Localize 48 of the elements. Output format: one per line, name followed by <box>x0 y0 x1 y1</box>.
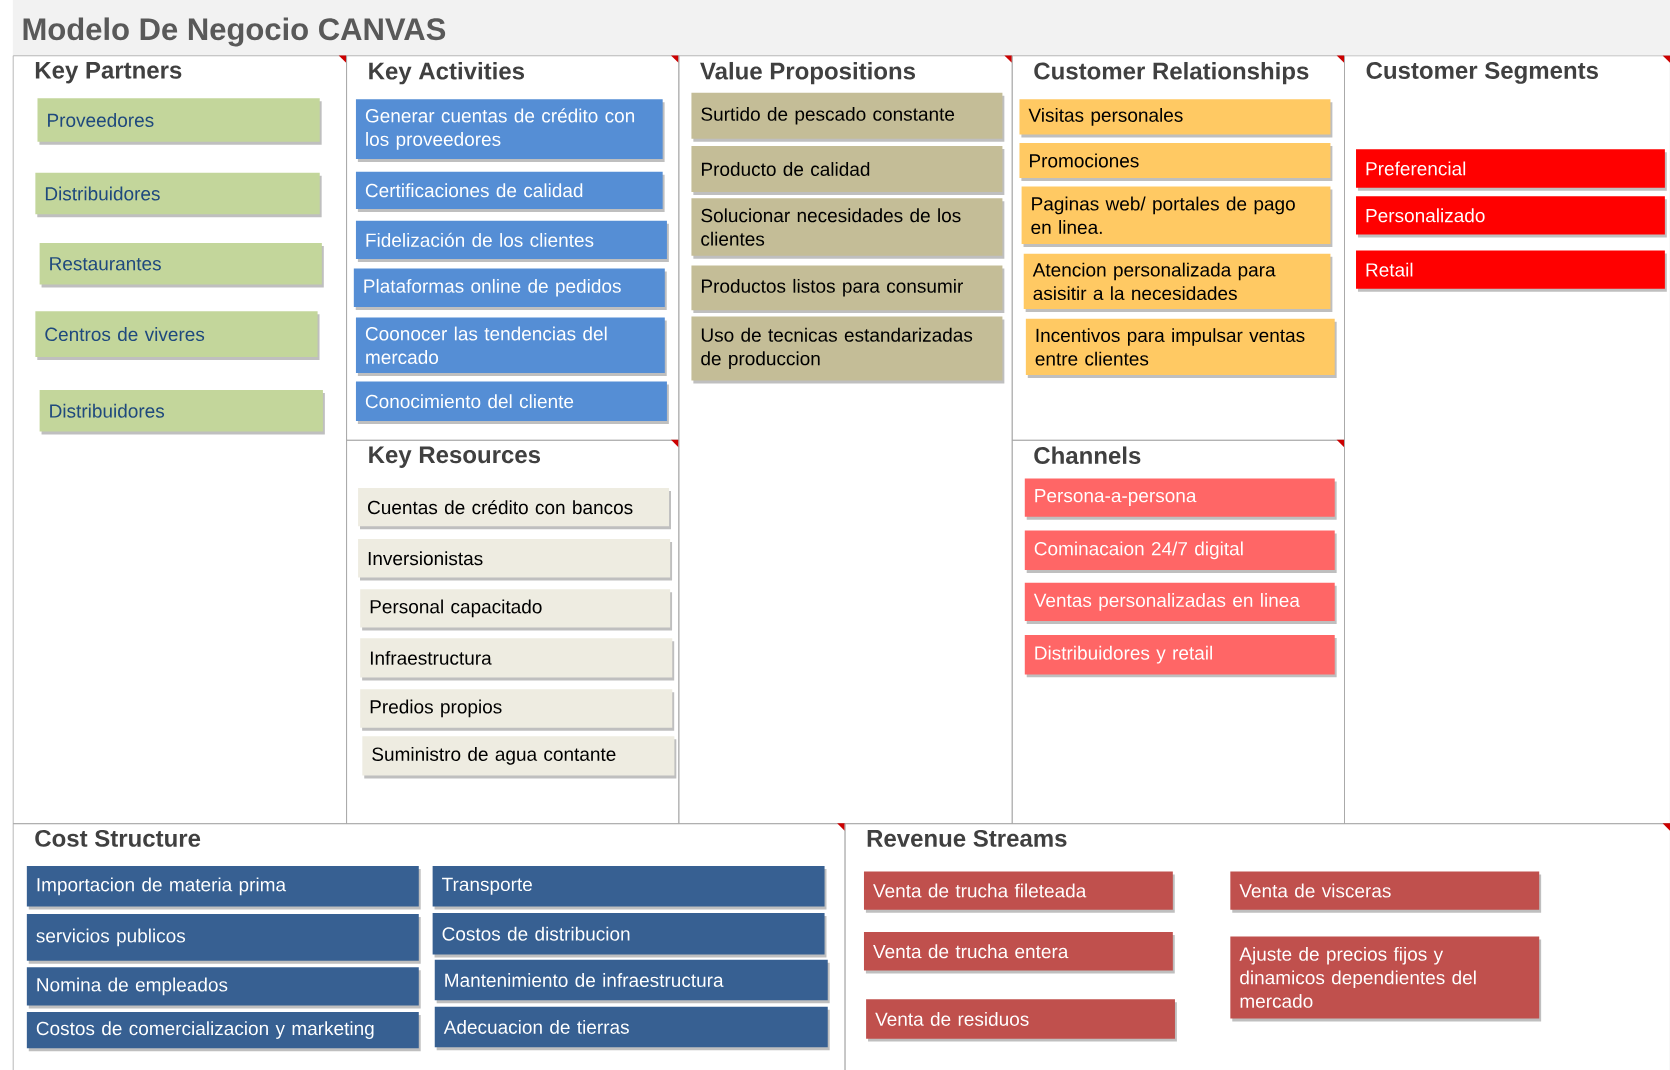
sticky-note: Generar cuentas de crédito con los proveedores <box>355 99 665 162</box>
sticky-note: Distribuidores <box>39 390 325 435</box>
sticky-note: Nomina de empleados <box>26 967 421 1009</box>
sticky-note: Inversionistas <box>358 539 673 581</box>
sticky-note: Distribuidores <box>35 172 322 218</box>
sticky-note: Predios propios <box>360 689 675 731</box>
sticky-note: Retail <box>1356 250 1667 292</box>
sticky-note: Plataformas online de pedidos <box>353 268 667 310</box>
sticky-note: Ajuste de precios fijos y dinamicos dependientes del mercado <box>1230 936 1542 1022</box>
sticky-note: Venta de visceras <box>1230 871 1542 913</box>
sticky-note: Ventas personalizadas en linea <box>1024 582 1337 625</box>
sticky-note: Uso de tecnicas estandarizadas de produccion <box>691 316 1005 384</box>
sticky-note: Preferencial <box>1356 149 1667 191</box>
sticky-note: Cominacaion 24/7 digital <box>1024 530 1337 573</box>
sticky-note: Personal capacitado <box>360 589 673 631</box>
sticky-note: Visitas personales <box>1019 99 1333 138</box>
sticky-note: Infraestructura <box>360 638 675 681</box>
sticky-note: Centros de viveres <box>35 311 320 360</box>
sticky-note: Costos de distribucion <box>432 912 827 958</box>
sticky-note: Coonocer las tendencias del mercado <box>355 317 667 376</box>
sticky-note: Producto de calidad <box>691 146 1005 195</box>
sticky-note: Venta de trucha entera <box>863 932 1175 974</box>
sticky-note: Venta de residuos <box>866 999 1177 1042</box>
sticky-note: Adecuacion de tierras <box>434 1006 830 1051</box>
sticky-note: Atencion personalizada para asisitir a la necesidades <box>1023 253 1333 313</box>
sticky-note: Persona-a-persona <box>1024 478 1337 520</box>
sticky-note: Productos listos para consumir <box>691 265 1005 314</box>
sticky-note: Conocimiento del cliente <box>355 381 669 424</box>
sticky-note: Paginas web/ portales de pago en linea. <box>1021 186 1333 248</box>
sticky-note: Distribuidores y retail <box>1024 634 1337 678</box>
sticky-note: Suministro de agua contante <box>362 736 677 779</box>
sticky-note: Surtido de pescado constante <box>691 92 1005 142</box>
sticky-note: servicios publicos <box>26 914 421 964</box>
sticky-note: Incentivos para impulsar ventas entre clientes <box>1025 318 1337 379</box>
sticky-note: Fidelización de los clientes <box>355 220 669 262</box>
sticky-note: Solucionar necesidades de los clientes <box>691 198 1005 259</box>
sticky-note: Mantenimiento de infraestructura <box>434 959 830 1004</box>
sticky-note: Transporte <box>432 866 827 910</box>
sticky-note: Importacion de materia prima <box>26 866 421 910</box>
sticky-note: Restaurantes <box>39 243 324 288</box>
sticky-note: Cuentas de crédito con bancos <box>358 488 671 530</box>
sticky-note: Personalizado <box>1356 196 1667 238</box>
sticky-note: Promociones <box>1019 142 1333 182</box>
sticky-note: Costos de comercializacion y marketing <box>26 1012 421 1052</box>
sticky-note: Venta de trucha fileteada <box>863 871 1175 913</box>
sticky-note: Proveedores <box>37 98 322 145</box>
title: Modelo De Negocio CANVAS <box>23 17 446 47</box>
sticky-note: Certificaciones de calidad <box>355 171 665 212</box>
